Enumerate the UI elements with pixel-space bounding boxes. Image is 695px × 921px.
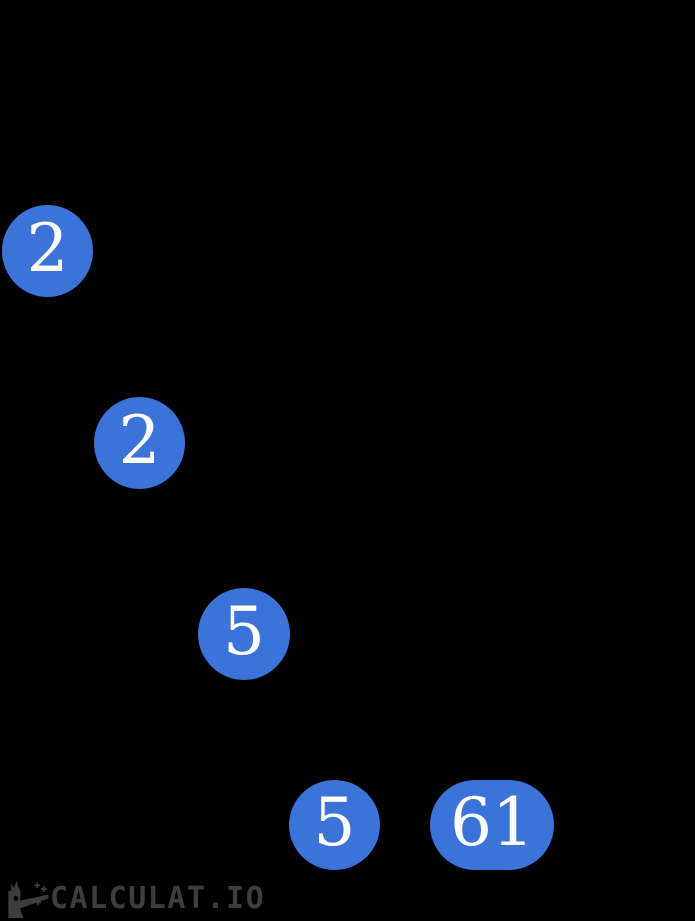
factor-value: 2 <box>118 402 161 479</box>
factor-node: 2 <box>94 397 185 489</box>
factor-node: 5 <box>198 588 290 680</box>
watermark: CALCULAT.IO <box>4 876 265 918</box>
factor-value: 5 <box>223 593 265 670</box>
factor-value: 5 <box>313 784 356 861</box>
factor-node: 2 <box>2 205 93 297</box>
calculat-logo-icon <box>8 880 49 918</box>
factor-value: 2 <box>26 210 69 287</box>
factor-value: 61 <box>450 784 534 861</box>
factor-node: 5 <box>289 780 380 870</box>
factor-node: 61 <box>430 780 554 870</box>
watermark-text: CALCULAT.IO <box>50 881 266 916</box>
